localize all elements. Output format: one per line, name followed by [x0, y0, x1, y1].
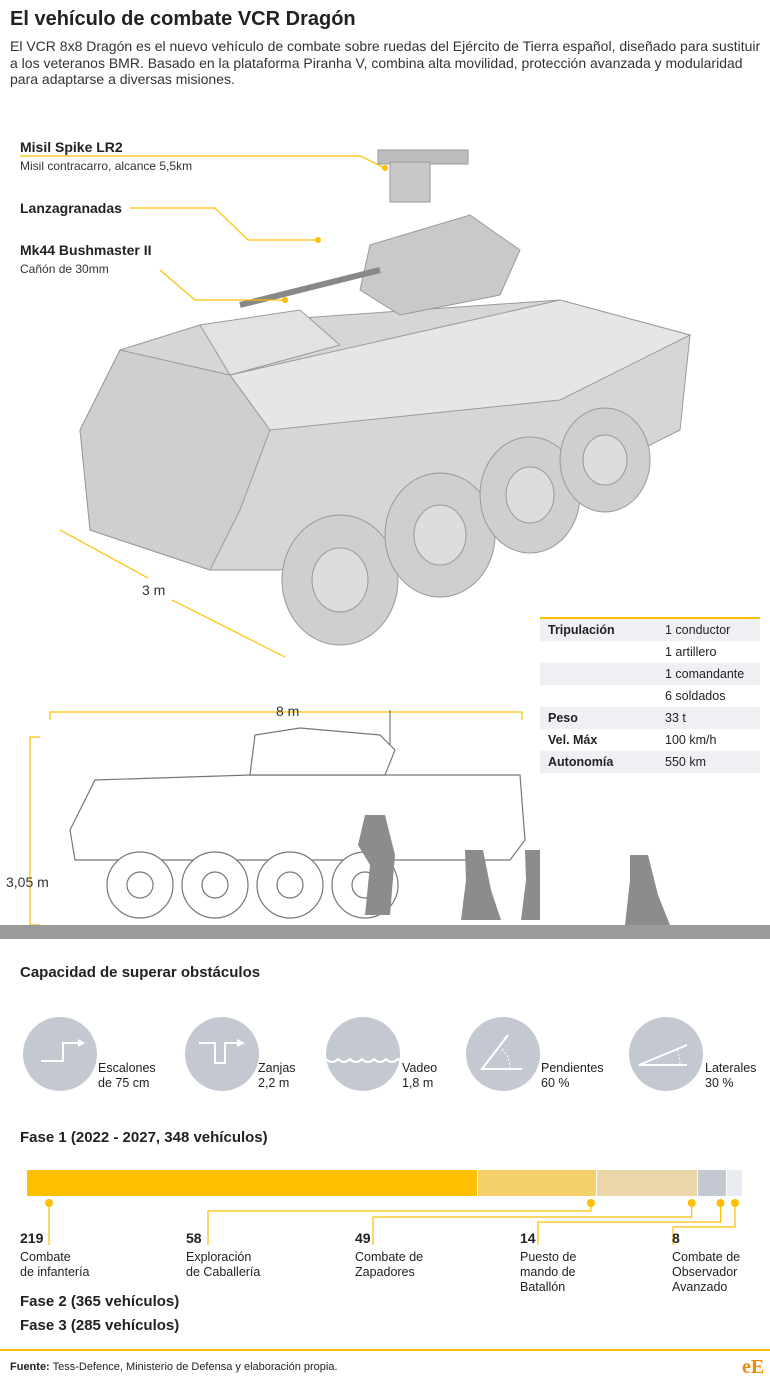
obstacle-value: de 75 cm — [98, 1076, 150, 1090]
obstacles-title: Capacidad de superar obstáculos — [20, 964, 261, 981]
obstacle-name: Vadeo — [402, 1061, 438, 1075]
bar-segment — [596, 1170, 698, 1196]
step-icon — [41, 1039, 85, 1062]
category-line: Avanzado — [672, 1280, 728, 1294]
category-line: de infantería — [20, 1265, 90, 1279]
spec-row: Peso 33 t — [540, 707, 760, 729]
spec-value: 6 soldados — [665, 689, 726, 703]
callout-spike-sub: Misil contracarro, alcance 5,5km — [20, 159, 193, 173]
source-footer: Fuente: Tess-Defence, Ministerio de Defe… — [10, 1361, 338, 1373]
spec-value: 1 comandante — [665, 667, 745, 681]
category-line: Exploración — [186, 1250, 252, 1264]
obstacle-circle — [185, 1017, 259, 1091]
bar-leader-line — [672, 1203, 736, 1245]
category-line: Puesto de — [520, 1250, 577, 1264]
category-line: de Caballería — [186, 1265, 261, 1279]
callout-spike-title: Misil Spike LR2 — [20, 139, 123, 155]
callout-cannon-sub: Cañón de 30mm — [20, 262, 109, 276]
obstacle-circle — [326, 1017, 400, 1091]
source-text: Tess-Defence, Ministerio de Defensa y el… — [49, 1361, 338, 1373]
spec-value: 1 conductor — [665, 623, 731, 637]
phase2-title: Fase 2 (365 vehículos) — [20, 1293, 180, 1310]
category-count: 58 — [186, 1230, 202, 1246]
bar-leader-line — [372, 1203, 693, 1245]
obstacle-name: Laterales — [705, 1061, 757, 1075]
trench-icon — [199, 1039, 245, 1064]
category-line: mando de — [520, 1265, 576, 1279]
spec-key: Autonomía — [548, 755, 614, 769]
obstacle-name: Zanjas — [258, 1061, 296, 1075]
length-dimension: 8 m — [276, 703, 300, 719]
spec-row: 6 soldados — [540, 685, 760, 707]
obstacle-circle — [466, 1017, 540, 1091]
bar-leader-lines — [45, 1199, 739, 1245]
category-line: Combate de — [672, 1250, 741, 1264]
slope-icon — [479, 1034, 522, 1070]
obstacle-circle — [629, 1017, 703, 1091]
spec-row: Tripulación 1 conductor — [540, 619, 760, 641]
spec-row: Autonomía 550 km — [540, 751, 760, 773]
bar-leader-line — [207, 1203, 592, 1245]
category-count: 219 — [20, 1230, 44, 1246]
spec-row: 1 artillero — [540, 641, 760, 663]
spec-key: Peso — [548, 711, 578, 725]
source-label: Fuente: — [10, 1361, 50, 1373]
callout-grenade-title: Lanzagranadas — [20, 200, 122, 216]
side-slope-icon — [638, 1044, 688, 1066]
intro-text: El VCR 8x8 Dragón es el nuevo vehículo d… — [10, 38, 761, 87]
spec-value: 33 t — [665, 711, 686, 725]
spec-value: 1 artillero — [665, 645, 717, 659]
spec-key: Tripulación — [548, 623, 615, 637]
width-dimension: 3 m — [142, 582, 166, 598]
obstacle-circle — [23, 1017, 97, 1091]
spec-row: Vel. Máx 100 km/h — [540, 729, 760, 751]
category-line: Combate de — [355, 1250, 424, 1264]
callout-cannon-title: Mk44 Bushmaster II — [20, 242, 152, 258]
category-line: Zapadores — [355, 1265, 415, 1279]
obstacle-value: 2,2 m — [258, 1076, 290, 1090]
height-dimension: 3,05 m — [6, 874, 49, 890]
soldiers-silhouette — [540, 855, 770, 939]
obstacle-name: Escalones — [98, 1061, 156, 1075]
spec-key: Vel. Máx — [548, 733, 598, 747]
bar-segment — [477, 1170, 597, 1196]
obstacle-name: Pendientes — [541, 1061, 604, 1075]
category-line: Observador — [672, 1265, 738, 1279]
bar-segment — [27, 1170, 478, 1196]
spec-value: 550 km — [665, 755, 706, 769]
bar-segment — [726, 1170, 743, 1196]
bar-segment — [697, 1170, 727, 1196]
vehicle-side-view — [0, 710, 540, 939]
obstacle-value: 30 % — [705, 1076, 734, 1090]
brand-logo: eE — [742, 1356, 765, 1378]
page-title: El vehículo de combate VCR Dragón — [10, 8, 356, 30]
category-count: 49 — [355, 1230, 371, 1246]
category-line: Batallón — [520, 1280, 566, 1294]
bar-leader-line — [537, 1203, 722, 1245]
phase1-title: Fase 1 (2022 - 2027, 348 vehículos) — [20, 1129, 268, 1146]
vehicle-3d-illustration — [20, 149, 692, 658]
water-icon — [326, 1057, 400, 1063]
spec-table: Tripulación 1 conductor 1 artillero 1 coman… — [540, 617, 760, 773]
category-line: Combate — [20, 1250, 71, 1264]
spec-value: 100 km/h — [665, 733, 717, 747]
phase3-title: Fase 3 (285 vehículos) — [20, 1317, 180, 1334]
category-count: 8 — [672, 1230, 680, 1246]
obstacle-value: 1,8 m — [402, 1076, 434, 1090]
obstacle-value: 60 % — [541, 1076, 570, 1090]
category-count: 14 — [520, 1230, 536, 1246]
footer-divider — [0, 1349, 770, 1351]
spec-row: 1 comandante — [540, 663, 760, 685]
